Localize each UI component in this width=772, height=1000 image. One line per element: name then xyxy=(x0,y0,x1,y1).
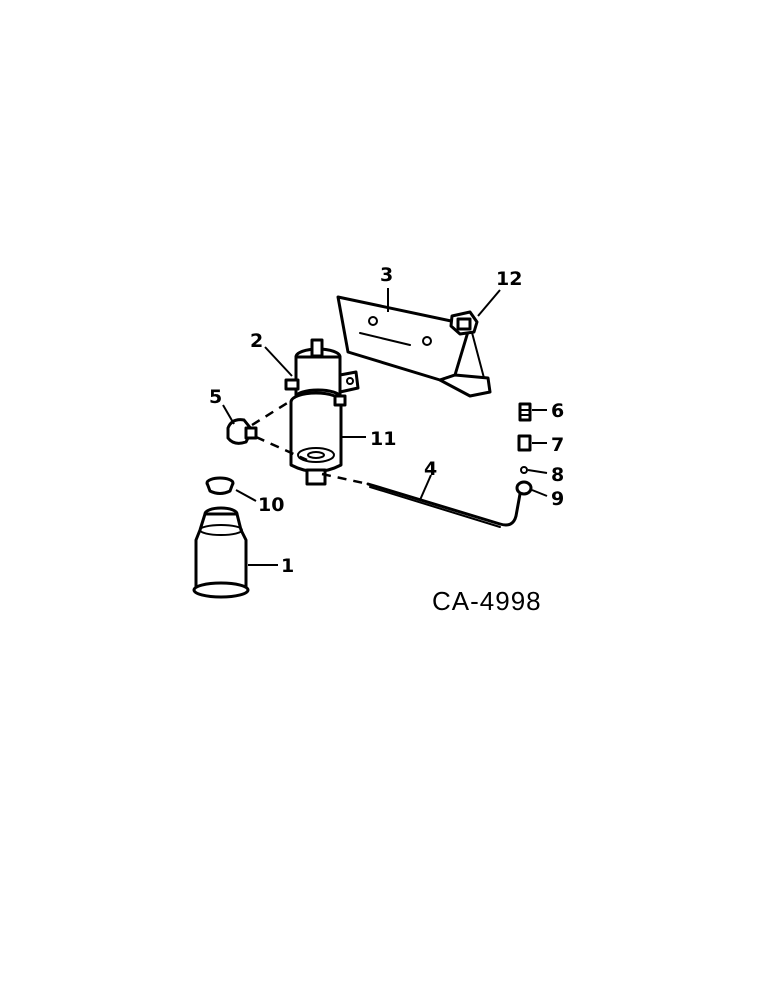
callout-6: 6 xyxy=(551,400,564,422)
connector-stack xyxy=(515,402,533,496)
canister xyxy=(192,506,250,599)
callout-11: 11 xyxy=(370,428,396,450)
callout-1: 1 xyxy=(281,555,294,577)
assembly-lines xyxy=(251,398,369,486)
canister-cap xyxy=(205,476,235,495)
sending-unit xyxy=(449,310,479,336)
callout-5: 5 xyxy=(209,386,222,408)
elbow-fitting xyxy=(226,418,258,445)
callout-2: 2 xyxy=(250,330,263,352)
drawing-code: CA-4998 xyxy=(432,586,542,616)
callout-3: 3 xyxy=(380,264,393,286)
callout-7: 7 xyxy=(551,434,564,456)
filter-bowl xyxy=(289,391,347,486)
leader-lines xyxy=(222,288,548,566)
callout-4: 4 xyxy=(424,458,437,480)
mounting-bracket xyxy=(336,295,492,398)
callout-12: 12 xyxy=(496,268,522,290)
callout-9: 9 xyxy=(551,488,564,510)
fuel-line xyxy=(366,482,522,528)
callout-10: 10 xyxy=(258,494,284,516)
callout-labels: 1 2 3 4 5 6 7 8 9 10 11 12 xyxy=(209,264,564,577)
callout-8: 8 xyxy=(551,464,564,486)
